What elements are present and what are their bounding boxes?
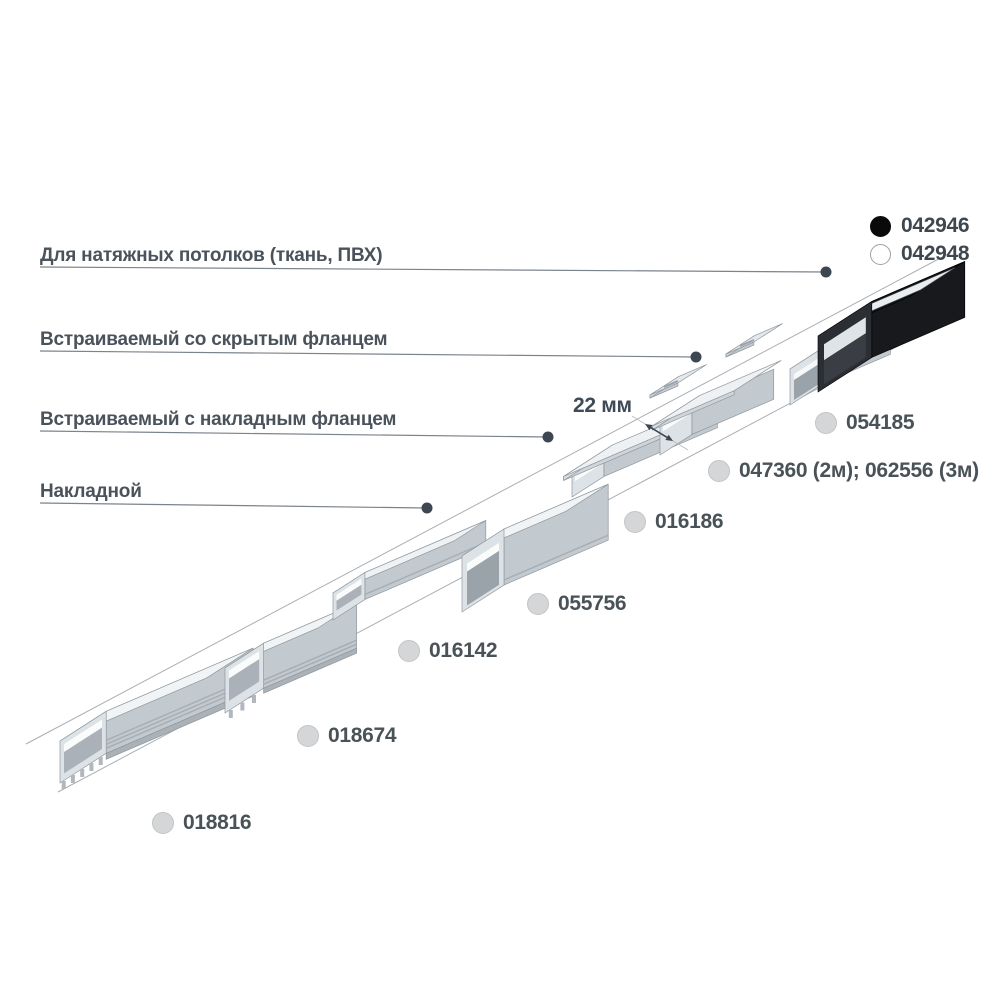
profile-016142-render <box>332 519 487 621</box>
product-dot-icon <box>708 460 730 482</box>
category-label-surface-mounted: Накладной <box>40 481 142 502</box>
profile-055756-render <box>461 483 609 613</box>
category-label-recessed-hidden-flange: Встраиваемый со скрытым фланцем <box>40 329 388 350</box>
product-chip: 055756 <box>527 592 627 616</box>
product-dot-icon <box>297 725 319 747</box>
profile-018816-render <box>59 647 254 789</box>
product-code: 055756 <box>558 592 627 615</box>
product-dot-icon <box>815 412 837 434</box>
white-swatch-icon <box>870 243 891 265</box>
category-label-recessed-overlay-flange: Встраиваемый с накладным фланцем <box>40 409 397 430</box>
product-code: 047360 (2м); 062556 (3м) <box>739 459 979 482</box>
legend-item: 042948 <box>870 242 970 266</box>
dimension-label: 22 мм <box>573 394 632 417</box>
profile-042946-render <box>817 260 966 393</box>
product-chip: 018816 <box>152 811 252 835</box>
leader-lines <box>39 266 827 509</box>
legend-item: 042946 <box>870 214 970 238</box>
product-code: 018674 <box>328 724 397 747</box>
leader-dots <box>421 266 832 514</box>
legend-code: 042946 <box>901 214 970 237</box>
product-dot-icon <box>624 511 646 533</box>
product-chip: 018674 <box>297 724 397 748</box>
black-swatch-icon <box>870 215 891 237</box>
product-chip: 054185 <box>815 411 915 435</box>
dimension-arrow <box>631 415 689 451</box>
legend-code: 042948 <box>901 242 970 265</box>
product-code: 018816 <box>183 811 252 834</box>
profile-047360-render <box>652 360 782 456</box>
product-dot-icon <box>152 812 174 834</box>
heatsink-fins <box>61 757 103 789</box>
category-label-stretch-ceiling: Для натяжных потолков (ткань, ПВХ) <box>40 245 383 266</box>
product-code: 054185 <box>846 411 915 434</box>
product-dot-icon <box>398 640 420 662</box>
product-code: 016186 <box>655 510 724 533</box>
product-dot-icon <box>527 593 549 615</box>
product-chip: 047360 (2м); 062556 (3м) <box>708 459 979 483</box>
mounting-clip <box>725 323 783 358</box>
profile-018674-render <box>224 602 357 718</box>
product-code: 016142 <box>429 639 498 662</box>
mounting-clip <box>649 364 707 399</box>
product-chip: 016186 <box>624 510 724 534</box>
heatsink-fins <box>228 695 256 718</box>
product-chip: 016142 <box>398 639 498 663</box>
